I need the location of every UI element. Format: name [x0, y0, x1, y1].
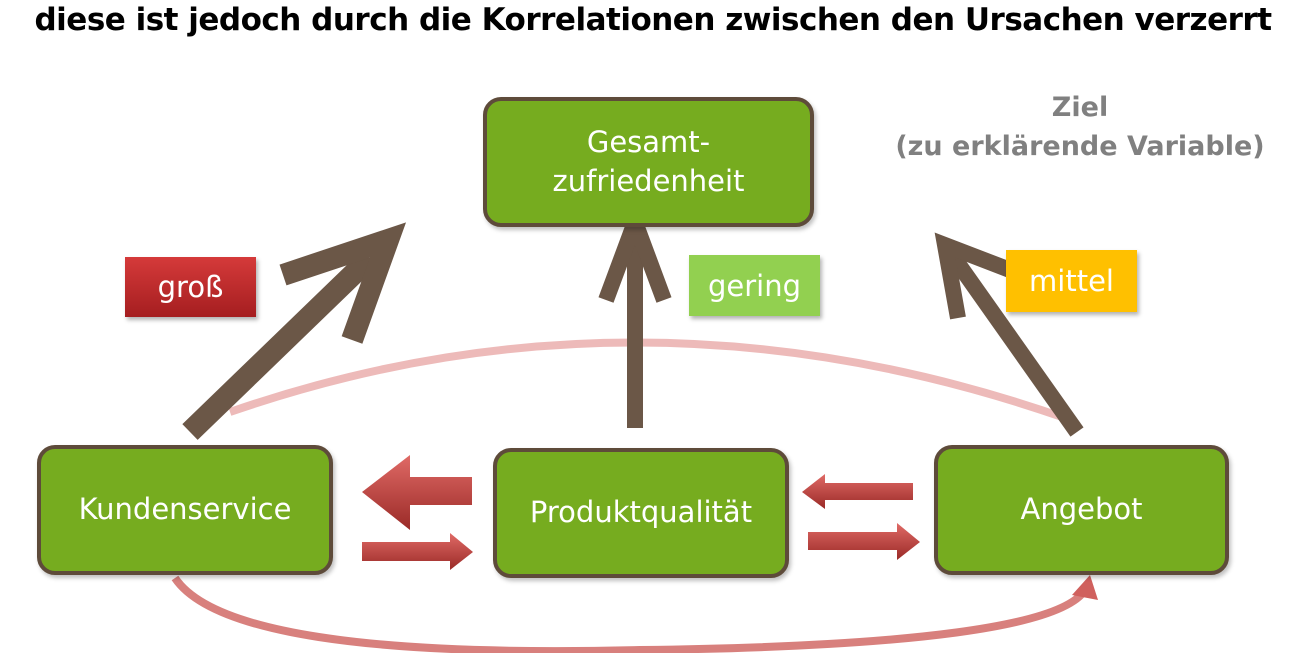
arrow-angebot-to-produkt: [802, 474, 913, 509]
box-gesamtzufriedenheit: Gesamt- zufriedenheit: [483, 97, 814, 227]
box-angebot: Angebot: [934, 445, 1229, 575]
tag-gross: groß: [125, 257, 256, 317]
arrow-kunden-produkt-large: [362, 455, 472, 530]
tag-gering: gering: [689, 255, 820, 316]
box-produktqualitaet: Produktqualität: [493, 448, 789, 578]
correlation-arc-lower: [171, 575, 1089, 653]
effect-arrow-angebot: [945, 250, 1084, 437]
correlation-arc-upper: [228, 338, 1067, 422]
target-label-line1: Ziel: [1051, 92, 1109, 123]
slide-title: diese ist jedoch durch die Korrelationen…: [34, 2, 1272, 38]
target-label-line2: (zu erklärende Variable): [895, 131, 1265, 163]
arrow-kunden-to-produkt: [362, 533, 473, 570]
effect-arrows: [182, 199, 1084, 440]
arrow-produkt-to-angebot: [808, 523, 920, 560]
tag-mittel: mittel: [1006, 250, 1137, 312]
box-kundenservice: Kundenservice: [37, 445, 333, 575]
target-label: Ziel (zu erklärende Variable): [880, 88, 1280, 166]
arc-arrowhead: [1072, 575, 1098, 600]
effect-arrow-kunden: [182, 250, 378, 440]
